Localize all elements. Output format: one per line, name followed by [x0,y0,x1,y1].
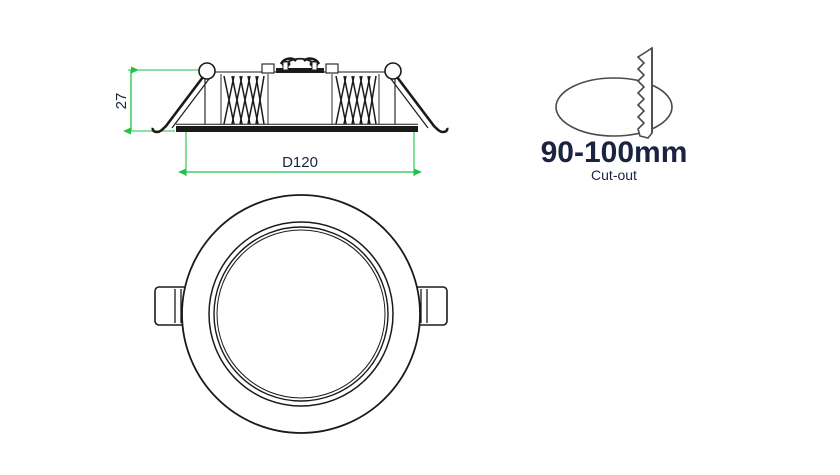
left-spring-arm-hook [151,127,158,134]
plan-view-group [154,194,448,434]
luminaire-section-body [151,57,449,134]
cutout-size-label: 90-100mm [541,136,688,169]
left-spring-clip [154,286,188,326]
left-spring-pivot [198,62,216,80]
right-spring-pivot [384,62,402,80]
terminal-screw-left [282,61,289,71]
right-mounting-boss [325,63,339,74]
terminal-block-bar [276,68,324,73]
left-spring-arm-outer [156,76,205,134]
saw-blade-outline [636,46,653,139]
heatsink-fins-right [335,75,377,125]
reflector-inner-walls [220,74,380,124]
side-view-group: 27 D120 [113,57,449,176]
ceiling-hole-ellipse-icon [555,77,673,137]
driver-cavity-walls [267,74,333,124]
trim-flange-bar [176,126,418,132]
terminal-screw-right [311,61,318,71]
right-spring-arm-outer [395,76,444,134]
saw-blade-icon [636,46,653,139]
diffuser-face [216,229,386,399]
right-spring-arm-inner [390,78,429,129]
left-spring-arm [151,76,210,134]
height-dimension-label: 27 [113,93,130,110]
wire-loop-left-thick [279,57,297,65]
cutout-caption: Cut-out [591,167,637,183]
heatsink-fins-left [223,75,265,125]
wire-loop-right-thick [303,57,321,65]
housing-side-walls [204,72,396,124]
right-spring-arm [390,76,449,134]
left-mounting-boss [261,63,275,74]
cutout-view-group: 90-100mm Cut-out [541,46,688,183]
diameter-dimension-label: D120 [282,154,318,171]
right-spring-arm-hook [442,127,449,134]
left-spring-arm-inner [171,78,210,129]
diameter-dimension-d120 [178,131,422,176]
